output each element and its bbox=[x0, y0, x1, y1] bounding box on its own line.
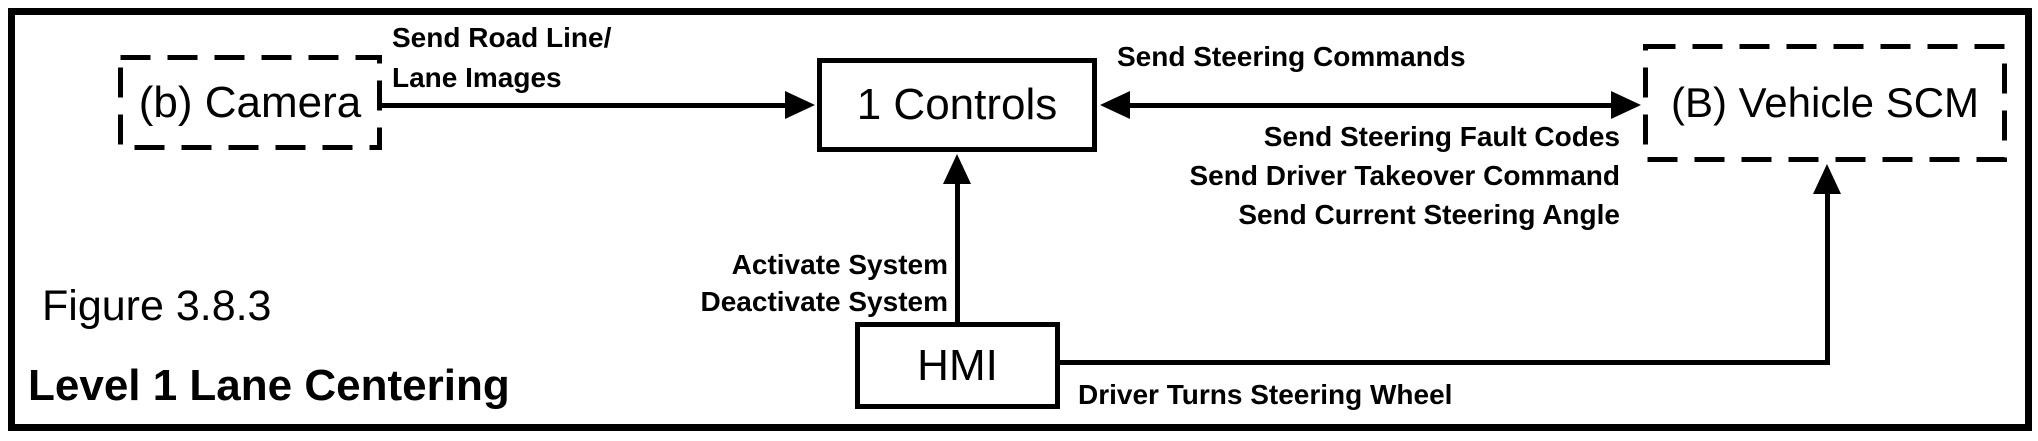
hmi-node: HMI bbox=[855, 322, 1060, 409]
scm-to-controls-label-line2: Send Driver Takeover Command bbox=[1189, 160, 1620, 191]
vehicle-scm-label: (B) Vehicle SCM bbox=[1670, 79, 1980, 126]
vehicle-scm-node: (B) Vehicle SCM bbox=[1643, 44, 2007, 162]
camera-node: (b) Camera bbox=[118, 55, 382, 150]
camera-to-controls-label-line2: Lane Images bbox=[392, 62, 562, 93]
camera-to-controls-line bbox=[382, 103, 790, 108]
figure-border bbox=[8, 8, 2032, 431]
hmi-to-scm-arrowhead-icon bbox=[1813, 164, 1841, 194]
camera-dashed-border bbox=[118, 55, 382, 150]
camera-to-controls-label: Send Road Line/ Lane Images bbox=[392, 18, 611, 98]
hmi-to-controls-line bbox=[955, 180, 960, 322]
hmi-to-scm-horizontal-line bbox=[1060, 360, 1830, 365]
figure-title: Level 1 Lane Centering bbox=[28, 361, 510, 410]
camera-label: (b) Camera bbox=[138, 77, 362, 127]
scm-to-controls-label-line3: Send Current Steering Angle bbox=[1238, 199, 1620, 230]
controls-scm-left-arrowhead-icon bbox=[1100, 91, 1130, 119]
hmi-to-controls-label: Activate System Deactivate System bbox=[701, 246, 948, 320]
controls-label: 1 Controls bbox=[856, 80, 1058, 129]
camera-to-controls-label-line1: Send Road Line/ bbox=[392, 22, 612, 53]
camera-to-controls-arrowhead-icon bbox=[785, 91, 815, 119]
hmi-label: HMI bbox=[917, 340, 998, 390]
controls-scm-right-arrowhead-icon bbox=[1611, 91, 1641, 119]
hmi-to-controls-label-line1: Activate System bbox=[731, 249, 948, 280]
figure-caption: Figure 3.8.3 bbox=[42, 282, 272, 330]
controls-to-scm-label: Send Steering Commands bbox=[1117, 41, 1466, 72]
hmi-to-controls-arrowhead-icon bbox=[943, 154, 971, 184]
hmi-to-controls-label-line2: Deactivate System bbox=[700, 286, 948, 317]
scm-to-controls-label-line1: Send Steering Fault Codes bbox=[1263, 121, 1620, 152]
controls-scm-line bbox=[1128, 103, 1612, 108]
scm-to-controls-label: Send Steering Fault Codes Send Driver Ta… bbox=[1189, 117, 1620, 234]
hmi-to-scm-vertical-line bbox=[1825, 190, 1830, 365]
hmi-to-scm-label: Driver Turns Steering Wheel bbox=[1078, 379, 1453, 410]
controls-node: 1 Controls bbox=[817, 58, 1097, 152]
